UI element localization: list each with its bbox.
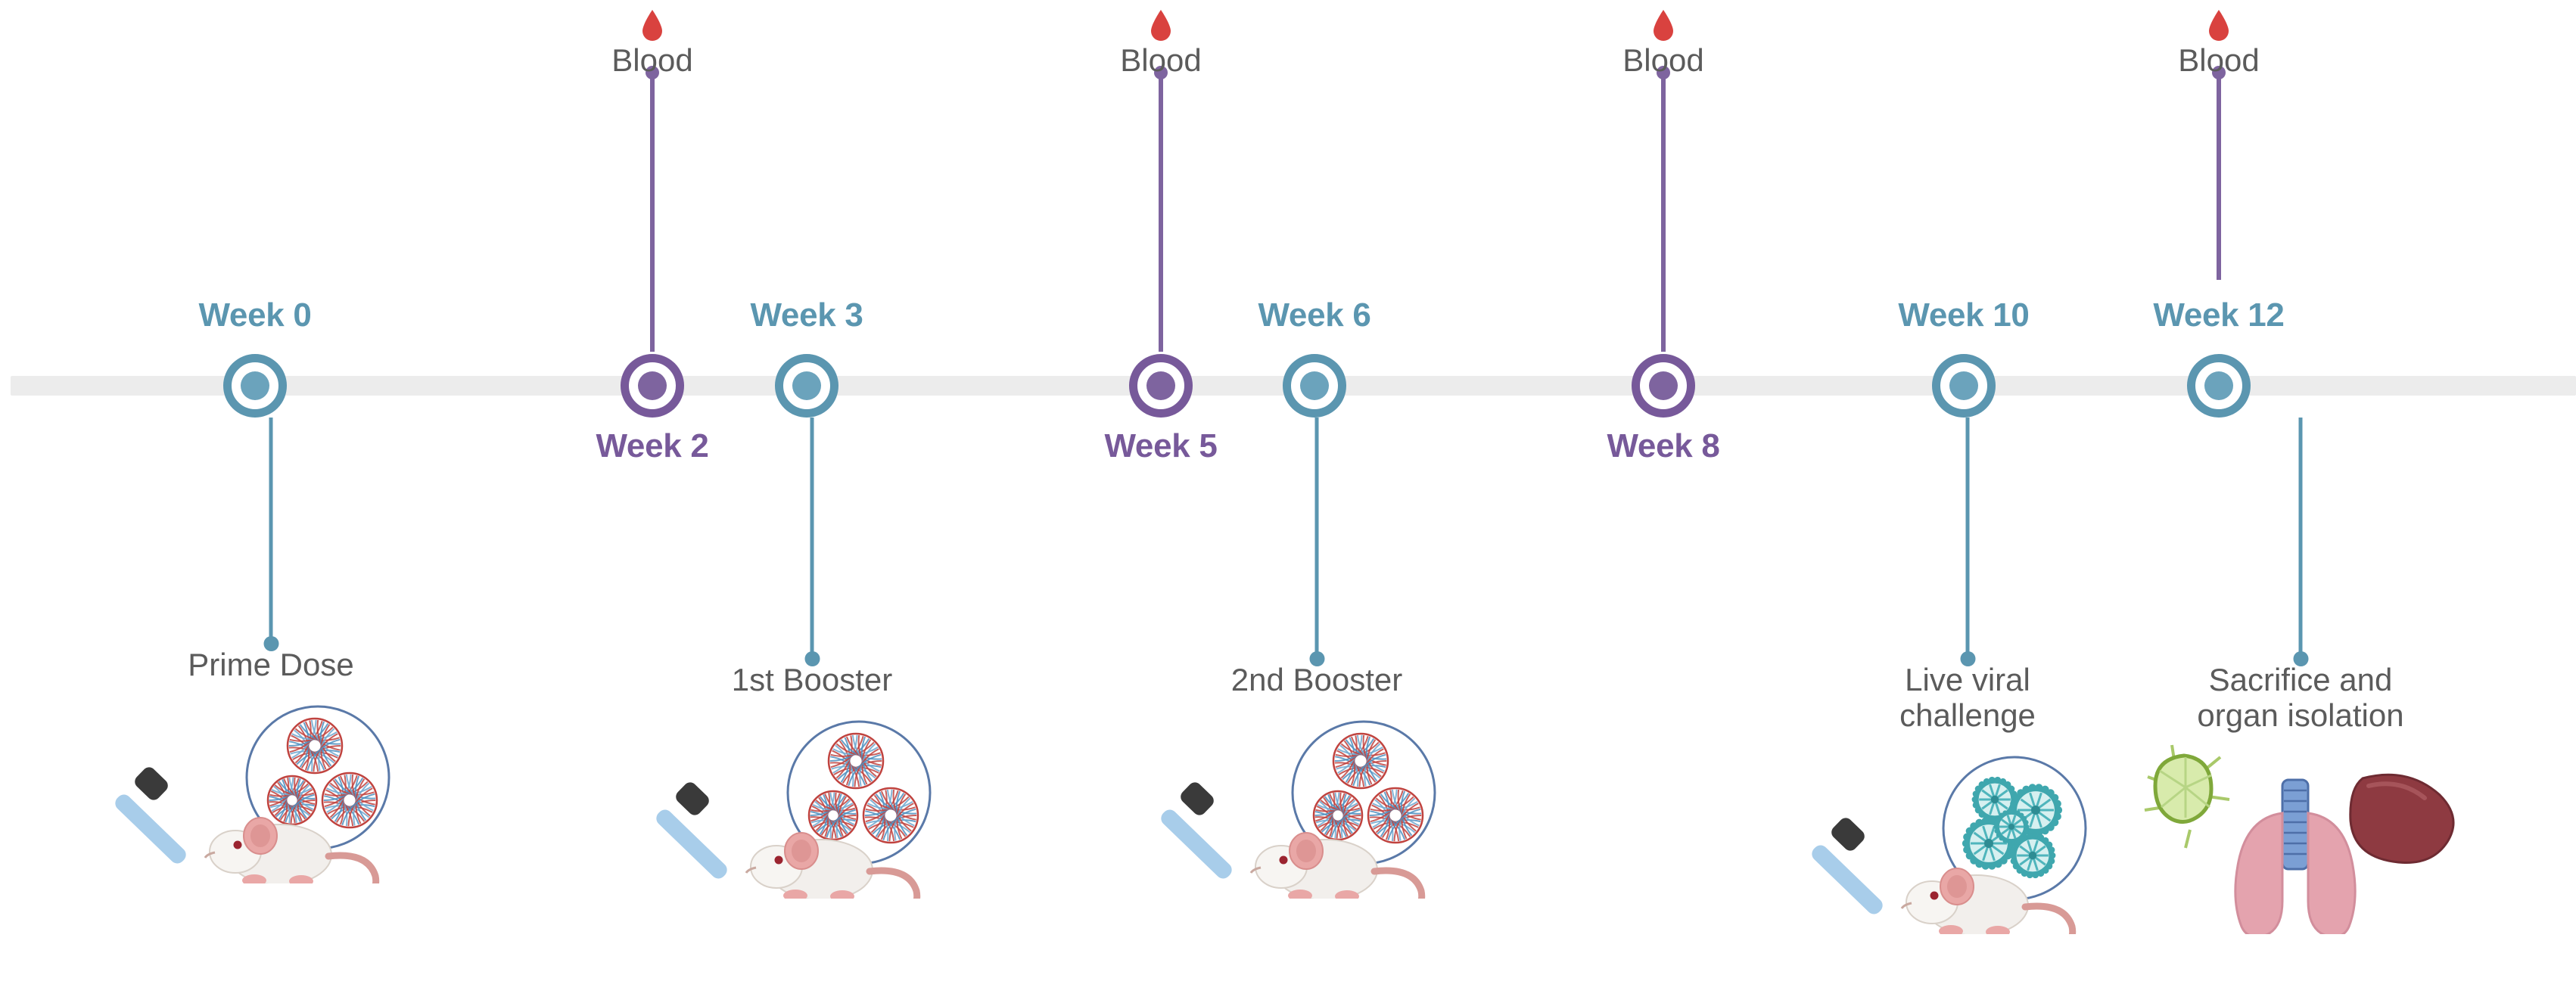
blood-label: Blood: [611, 42, 693, 78]
week-label-m0: Week 0: [198, 297, 312, 334]
blood-stem-b2: [646, 66, 659, 352]
timeline-marker-m6[interactable]: [1283, 354, 1346, 418]
event-label: 1st Booster: [731, 662, 893, 697]
week-label-m5: Week 5: [1104, 427, 1218, 464]
blood-sampling-b12[interactable]: Blood: [2105, 0, 2332, 77]
blood-drop-icon: [1652, 9, 1675, 42]
timeline-marker-m8[interactable]: [1632, 354, 1695, 418]
lymph-node-icon: [2144, 744, 2230, 849]
mouse-injection-illustration: [1812, 756, 2087, 935]
marker-core-icon: [1949, 371, 1978, 400]
event-label: Sacrifice and organ isolation: [2197, 662, 2404, 734]
blood-stem-b8: [1657, 66, 1670, 352]
marker-core-icon: [1300, 371, 1329, 400]
event-illustration-e10: [1809, 737, 2126, 935]
week-label-m6: Week 6: [1258, 297, 1371, 334]
event-stem-dot-icon: [804, 651, 820, 666]
event-stem-dot-icon: [1309, 651, 1324, 666]
event-stem-e0: [263, 418, 278, 651]
timeline-marker-m0[interactable]: [223, 354, 287, 418]
week-label-m12: Week 12: [2153, 297, 2285, 334]
blood-label: Blood: [1120, 42, 1202, 78]
event-illustration-e3: [653, 702, 971, 899]
event-stem-dot-icon: [263, 636, 278, 651]
event-e3[interactable]: 1st Booster: [653, 662, 971, 899]
timeline-marker-m5[interactable]: [1129, 354, 1193, 418]
lungs-icon: [2234, 778, 2357, 935]
blood-drop-icon: [2207, 9, 2230, 42]
marker-core-icon: [241, 371, 269, 400]
blood-stem-dot-icon: [1154, 66, 1168, 79]
event-e10[interactable]: Live viral challenge: [1809, 662, 2126, 935]
marker-core-icon: [638, 371, 667, 400]
blood-label: Blood: [1622, 42, 1704, 78]
event-label: 2nd Booster: [1230, 662, 1403, 697]
event-e6[interactable]: 2nd Booster: [1158, 662, 1476, 899]
mouse-injection-illustration: [115, 705, 390, 884]
blood-label: Blood: [2178, 42, 2260, 78]
event-label: Prime Dose: [188, 647, 354, 682]
timeline-marker-m12[interactable]: [2187, 354, 2251, 418]
organ-isolation-illustration: [2144, 744, 2455, 935]
timeline-marker-m3[interactable]: [775, 354, 838, 418]
week-label-m10: Week 10: [1898, 297, 2030, 334]
marker-core-icon: [792, 371, 821, 400]
blood-sampling-b2[interactable]: Blood: [539, 0, 766, 77]
blood-stem-dot-icon: [646, 66, 659, 79]
blood-sampling-b5[interactable]: Blood: [1047, 0, 1274, 77]
blood-stem-b12: [2212, 66, 2226, 280]
event-illustration-e6: [1158, 702, 1476, 899]
event-e0[interactable]: Prime Dose: [112, 647, 430, 884]
event-e12[interactable]: Sacrifice and organ isolation: [2142, 662, 2459, 935]
mouse-injection-illustration: [656, 720, 932, 899]
marker-core-icon: [1649, 371, 1678, 400]
blood-stem-dot-icon: [2212, 66, 2226, 79]
event-stem-dot-icon: [1960, 651, 1975, 666]
timeline-marker-m2[interactable]: [621, 354, 684, 418]
event-stem-e10: [1960, 418, 1975, 666]
blood-drop-icon: [1150, 9, 1172, 42]
spleen-icon: [2349, 773, 2455, 865]
event-stem-e3: [804, 418, 820, 666]
blood-sampling-b8[interactable]: Blood: [1550, 0, 1777, 77]
event-illustration-e12: [2142, 737, 2459, 935]
marker-core-icon: [1146, 371, 1175, 400]
blood-stem-dot-icon: [1657, 66, 1670, 79]
week-label-m2: Week 2: [596, 427, 709, 464]
blood-stem-b5: [1154, 66, 1168, 352]
event-stem-e12: [2293, 418, 2308, 666]
event-stem-dot-icon: [2293, 651, 2308, 666]
mouse-injection-illustration: [1161, 720, 1436, 899]
event-label: Live viral challenge: [1899, 662, 2036, 734]
week-label-m8: Week 8: [1607, 427, 1720, 464]
marker-core-icon: [2204, 371, 2233, 400]
event-illustration-e0: [112, 687, 430, 884]
timeline-marker-m10[interactable]: [1932, 354, 1996, 418]
event-stem-e6: [1309, 418, 1324, 666]
blood-drop-icon: [641, 9, 664, 42]
week-label-m3: Week 3: [750, 297, 863, 334]
